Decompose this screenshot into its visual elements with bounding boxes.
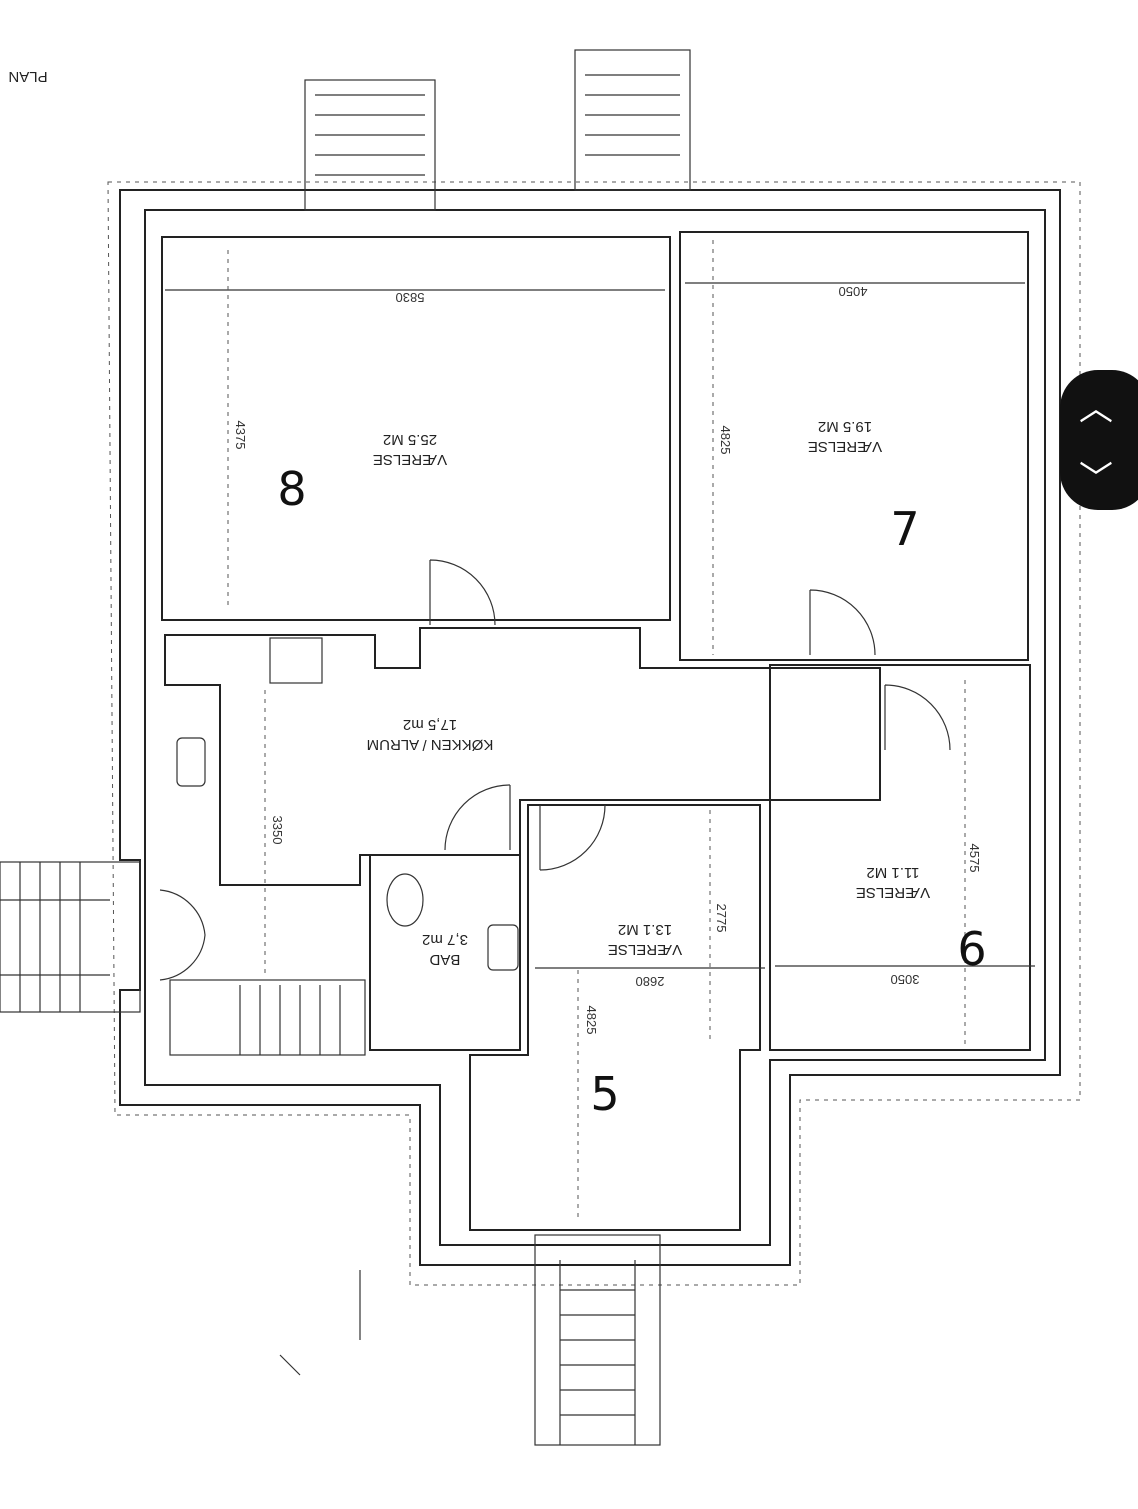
plan-title: PLAN: [8, 68, 47, 85]
room-bad: [369, 854, 521, 1051]
toilet-icon: [386, 873, 424, 927]
dimension-label: 4050: [839, 284, 868, 299]
dimension-label: 5830: [396, 290, 425, 305]
scroll-controls: ︿ ﹀: [1060, 370, 1138, 510]
room-vaerelse-11-1: [769, 664, 1031, 1051]
room-name: BAD: [429, 951, 460, 968]
dimension-label: 4375: [233, 421, 248, 450]
room-area: 13.1 M2: [618, 921, 672, 938]
room-area: 17,5 m2: [403, 716, 457, 733]
room-kitchen: [164, 627, 881, 886]
door-swing: [429, 559, 496, 626]
stairs-bottom: [534, 1234, 661, 1446]
scroll-up-button[interactable]: ︿: [1079, 388, 1113, 429]
dimension-lines: [165, 282, 1035, 969]
door-swing: [539, 804, 606, 871]
inner-wall-outline: [144, 209, 1046, 1246]
kitchen-sink-icon: [176, 737, 206, 787]
room-name: VÆRELSE: [373, 451, 447, 468]
dimension-label: 4825: [584, 1006, 599, 1035]
stove-icon: [269, 637, 323, 684]
dimension-label: 2775: [714, 904, 729, 933]
scroll-down-button[interactable]: ﹀: [1079, 458, 1113, 499]
room-name: VÆRELSE: [856, 884, 930, 901]
outer-wall: [119, 189, 1061, 1266]
dimension-label: 2680: [636, 974, 665, 989]
room-area: 25.5 M2: [383, 431, 437, 448]
room-area: 3,7 m2: [422, 931, 468, 948]
stairs-top-right: [574, 49, 691, 191]
room-area: 19.5 M2: [818, 418, 872, 435]
section-marker: [279, 1270, 361, 1376]
dimension-lines: [227, 240, 966, 1220]
handwritten-note: 8: [277, 462, 306, 516]
room-name: VÆRELSE: [808, 438, 882, 455]
stairs-top-left: [304, 79, 436, 211]
dimension-label: 4825: [718, 426, 733, 455]
room-name: VÆRELSE: [608, 941, 682, 958]
stairs-left: [0, 861, 141, 1013]
door-swing: [809, 589, 876, 656]
handwritten-note: 5: [590, 1067, 619, 1121]
dimension-label: 4575: [967, 844, 982, 873]
dimension-label: 3350: [270, 816, 285, 845]
room-area: 11.1 M2: [866, 864, 919, 881]
room-vaerelse-13-1: [469, 804, 761, 1231]
room-vaerelse-19-5: [679, 231, 1029, 661]
handwritten-note: 6: [957, 922, 986, 976]
handwritten-note: 7: [890, 502, 919, 556]
stairs-interior: [169, 979, 366, 1056]
dimension-label: 3050: [891, 972, 920, 987]
room-name: KØKKEN / ALRUM: [367, 736, 494, 753]
door-swing: [444, 784, 511, 851]
room-vaerelse-25-5: [161, 236, 671, 621]
door-swing: [884, 684, 951, 751]
bathroom-sink-icon: [487, 924, 519, 971]
door-swing: [159, 889, 206, 981]
